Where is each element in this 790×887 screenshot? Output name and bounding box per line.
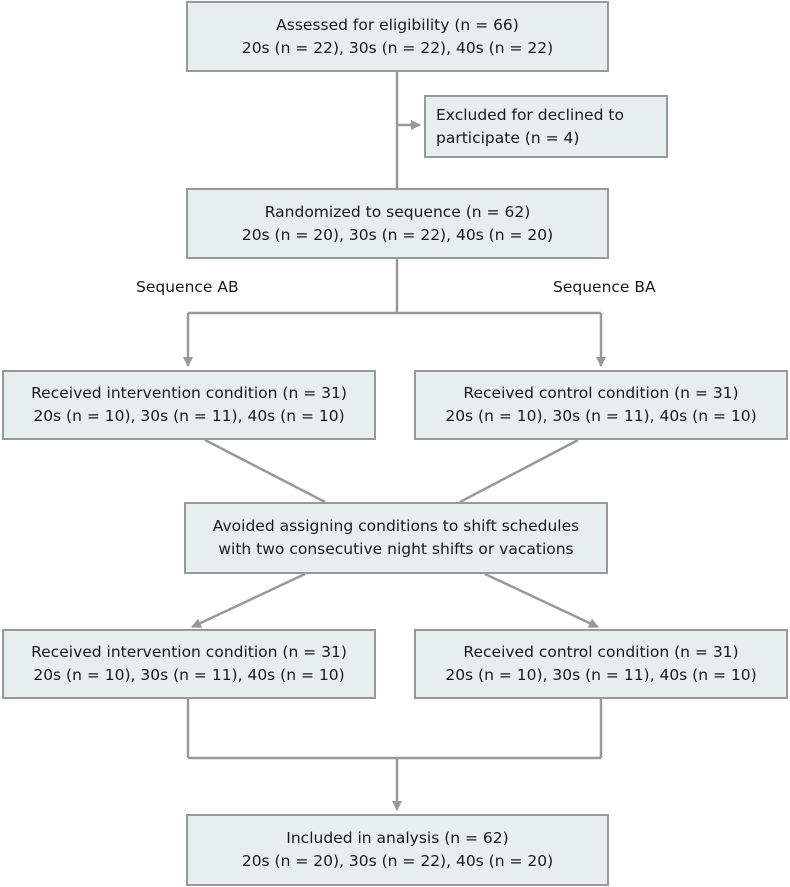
ab-period1-title: Received intervention condition (n = 31) [31,384,347,402]
connector-ab-to-washout [204,438,326,504]
eligibility-title: Assessed for eligibility (n = 66) [276,15,519,34]
washout-line1: Avoided assigning conditions to shift sc… [212,517,580,535]
ba-period2-breakdown: 20s (n = 10), 30s (n = 11), 40s (n = 10) [445,666,757,684]
randomized-breakdown: 20s (n = 20), 30s (n = 22), 40s (n = 20) [241,225,554,244]
ba-period2-box: Received control condition (n = 31) 20s … [414,629,788,699]
ba-period1-breakdown: 20s (n = 10), 30s (n = 11), 40s (n = 10) [445,407,757,425]
eligibility-breakdown: 20s (n = 22), 30s (n = 22), 40s (n = 22) [241,38,554,57]
eligibility-box: Assessed for eligibility (n = 66) 20s (n… [186,1,609,72]
connector-washout-to-ba-period2 [484,572,599,629]
excluded-box: Excluded for declined to participate (n … [424,95,668,158]
analysis-title: Included in analysis (n = 62) [286,829,509,847]
sequence-ab-label: Sequence AB [136,278,239,296]
washout-line2: with two consecutive night shifts or vac… [218,540,574,558]
connector-washout-to-ab-period2 [191,572,306,629]
ab-period2-box: Received intervention condition (n = 31)… [2,629,376,699]
excluded-line1: Excluded for declined to [436,105,624,124]
ba-period1-title: Received control condition (n = 31) [463,384,739,402]
ab-period2-title: Received intervention condition (n = 31) [31,643,347,661]
ab-period2-breakdown: 20s (n = 10), 30s (n = 11), 40s (n = 10) [33,666,345,684]
ab-period1-breakdown: 20s (n = 10), 30s (n = 11), 40s (n = 10) [33,407,345,425]
analysis-breakdown: 20s (n = 20), 30s (n = 22), 40s (n = 20) [241,852,554,870]
randomized-title: Randomized to sequence (n = 62) [264,202,531,221]
washout-box: Avoided assigning conditions to shift sc… [184,502,608,574]
analysis-box: Included in analysis (n = 62) 20s (n = 2… [186,814,609,886]
sequence-ba-label: Sequence BA [553,278,656,296]
randomized-box: Randomized to sequence (n = 62) 20s (n =… [186,188,609,259]
excluded-line2: participate (n = 4) [436,128,580,147]
ba-period2-title: Received control condition (n = 31) [463,643,739,661]
ab-period1-box: Received intervention condition (n = 31)… [2,370,376,440]
ba-period1-box: Received control condition (n = 31) 20s … [414,370,788,440]
connector-ba-to-washout [459,438,579,504]
